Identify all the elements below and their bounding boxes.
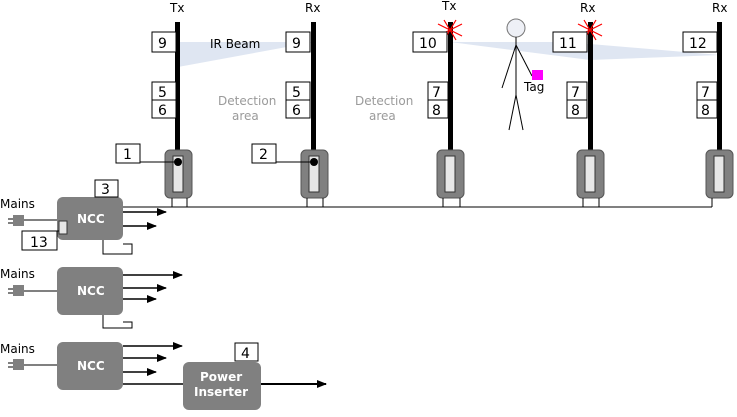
callout-5b: 5: [292, 85, 301, 101]
callout-7c: 7: [701, 85, 710, 101]
callout-1: 1: [123, 147, 132, 163]
ncc-label-2: NCC: [77, 284, 105, 298]
callout-9b: 9: [292, 36, 301, 52]
callout-4: 4: [241, 346, 250, 362]
base-unit-1: [165, 150, 192, 198]
mains-plug-icon-3: [8, 359, 58, 370]
ir-beam-label: IR Beam: [210, 37, 260, 51]
ncc-label-1: NCC: [77, 212, 105, 226]
base-unit-5: [706, 150, 733, 198]
ncc3-arrows: [123, 346, 182, 372]
callout-12: 12: [689, 36, 707, 52]
ncc-port: [59, 221, 67, 234]
ncc2-ncc3-link: [103, 315, 132, 328]
pillar-2-label: Rx: [305, 1, 320, 15]
pillar-5-label: Rx: [712, 1, 727, 15]
ncc1-arrows: [123, 212, 166, 226]
base-unit-4: [577, 150, 604, 198]
callout-13: 13: [30, 235, 48, 251]
callout-8a: 8: [432, 103, 441, 119]
ncc1-ncc2-link: [103, 240, 132, 254]
power-inserter-label-2: Inserter: [194, 385, 248, 399]
pillar-4-label: Rx: [580, 1, 595, 15]
base-unit-3: [437, 150, 464, 198]
ncc2-arrows: [123, 275, 182, 299]
power-inserter-label-1: Power: [200, 370, 242, 384]
tag-icon: [532, 70, 543, 80]
callout-7b: 7: [571, 85, 580, 101]
sensor-dot-1: [174, 158, 182, 166]
callout-7a: 7: [432, 85, 441, 101]
detection-label-2a: Detection: [355, 94, 413, 108]
callout-5a: 5: [158, 85, 167, 101]
mains-label-2: Mains: [0, 267, 35, 281]
detection-label-1b: area: [232, 109, 259, 123]
mains-label-1: Mains: [0, 197, 35, 211]
ncc-label-3: NCC: [77, 359, 105, 373]
sensor-dot-2: [310, 158, 318, 166]
callout-3: 3: [101, 182, 110, 198]
pillar-3-label: Tx: [441, 0, 456, 13]
callout-9a: 9: [158, 36, 167, 52]
callout-2: 2: [259, 147, 268, 163]
callout-8c: 8: [701, 103, 710, 119]
mains-label-3: Mains: [0, 342, 35, 356]
person-icon: [502, 19, 532, 130]
tag-label: Tag: [523, 80, 544, 94]
callout-10: 10: [419, 36, 437, 52]
pillar-1-label: Tx: [169, 1, 184, 15]
bus-wire: [172, 198, 712, 207]
mains-plug-icon-1: [8, 215, 58, 226]
callout-6a: 6: [158, 103, 167, 119]
base-unit-2: [301, 150, 328, 198]
detection-label-2b: area: [369, 109, 396, 123]
callout-6b: 6: [292, 103, 301, 119]
callout-11: 11: [559, 36, 577, 52]
callout-8b: 8: [571, 103, 580, 119]
detection-label-1a: Detection: [218, 94, 276, 108]
mains-plug-icon-2: [8, 285, 58, 296]
